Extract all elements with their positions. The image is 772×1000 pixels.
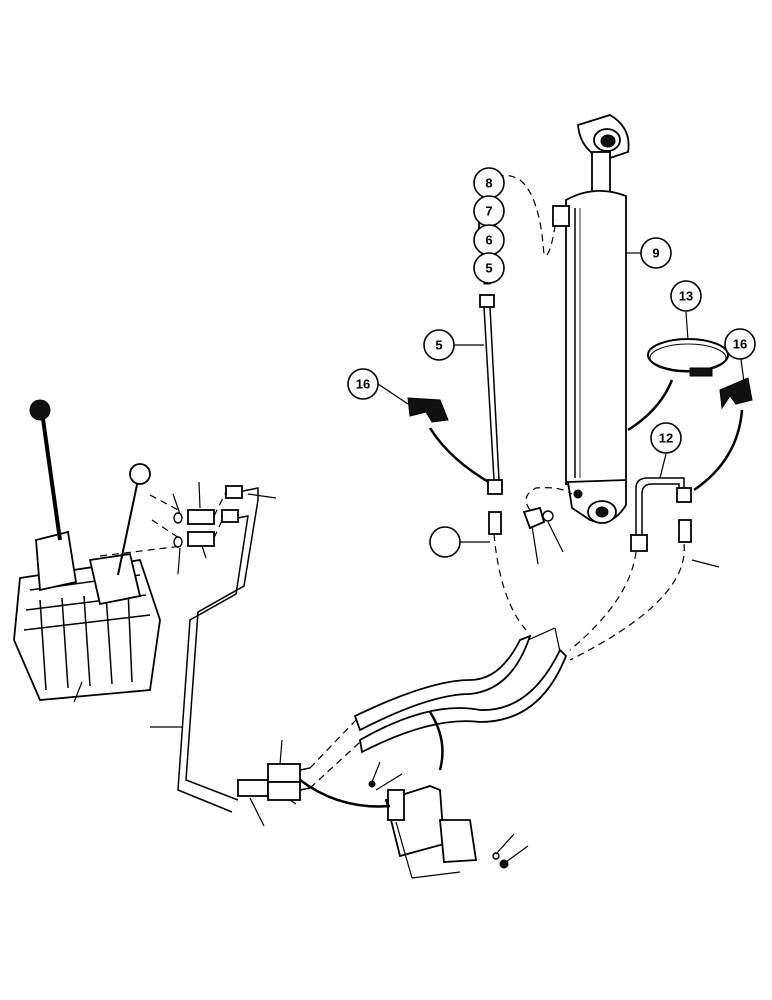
clip-right [719, 377, 753, 410]
callout-15: 13 [670, 280, 702, 312]
callout-6: 5 [423, 329, 455, 361]
svg-text:7: 7 [485, 204, 492, 219]
callout-5-upper: 5654555555555555555555555555555555555555… [429, 526, 461, 558]
clip-left [407, 397, 449, 423]
hydraulic-cylinder [552, 114, 630, 524]
svg-text:8: 8 [485, 176, 492, 191]
tube-6 [479, 294, 503, 535]
svg-text:16: 16 [733, 337, 747, 352]
hose-clamp [647, 338, 729, 377]
svg-text:13: 13 [679, 289, 693, 304]
callout-11: 9 [640, 237, 672, 269]
callout-16-right: 16 [724, 328, 756, 360]
tube-22 [177, 485, 269, 813]
valve-fittings [173, 509, 215, 548]
callout-8: 6 [473, 224, 505, 256]
bracket-18 [368, 780, 509, 869]
svg-text:9: 9 [652, 246, 659, 261]
svg-text:16: 16 [356, 377, 370, 392]
svg-text:6: 6 [485, 233, 492, 248]
control-valve [13, 399, 161, 701]
couplers-lower [267, 763, 311, 801]
svg-text:5: 5 [485, 261, 492, 276]
tube-14 [630, 477, 692, 552]
callout-14: 12 [650, 422, 682, 454]
svg-text:5: 5 [435, 338, 442, 353]
callout-9: 7 [473, 195, 505, 227]
svg-text:12: 12 [659, 431, 673, 446]
callout-10: 8 [473, 167, 505, 199]
callout-16-left: 16 [347, 368, 379, 400]
hoses-25 [353, 634, 568, 754]
callout-7: 5 [473, 252, 505, 284]
elbow-fitting [522, 506, 554, 530]
